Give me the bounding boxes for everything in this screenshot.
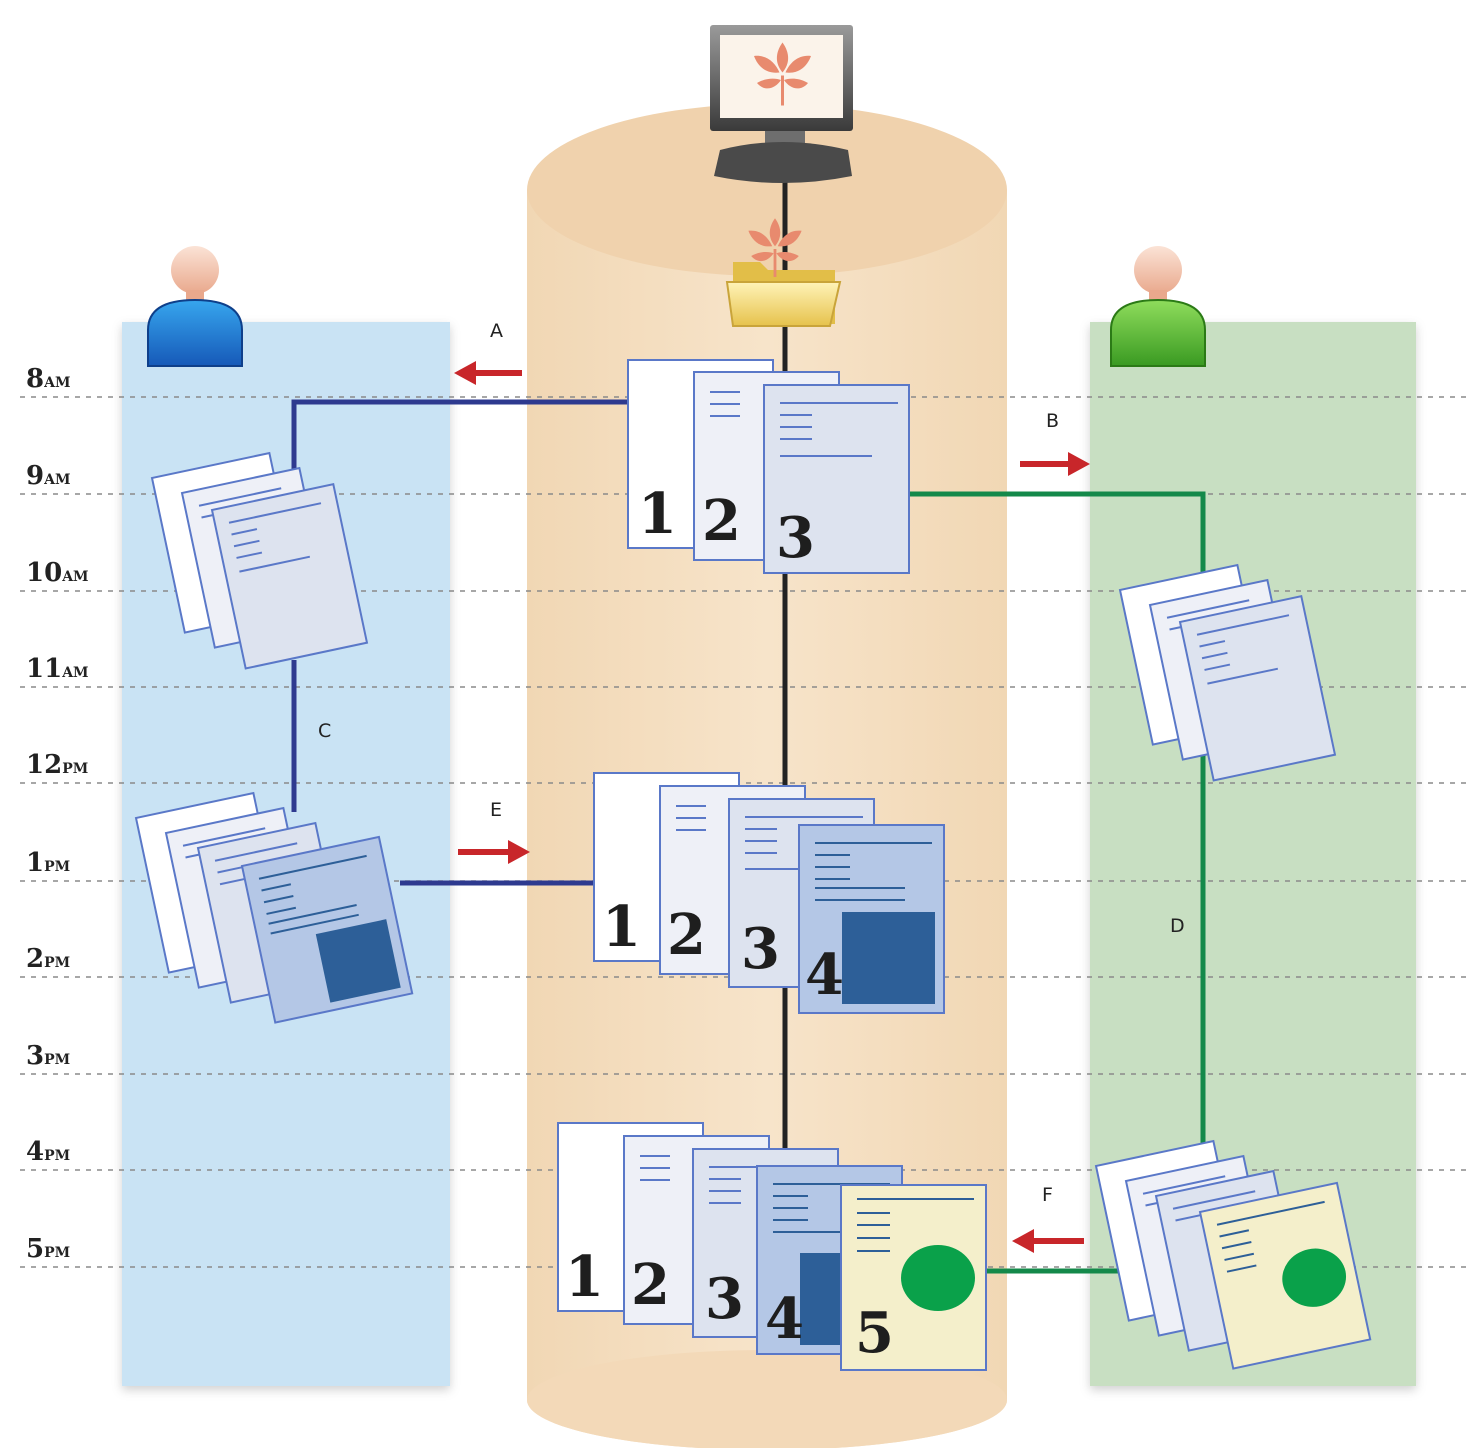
dark-block xyxy=(842,912,935,1004)
time-label-3pm: 3PM xyxy=(26,1041,71,1071)
blue-user-flow-lines xyxy=(291,399,628,886)
green-user-flow-lines xyxy=(905,491,1206,1274)
green-user-icon xyxy=(1110,246,1206,367)
arrow-a-icon xyxy=(454,361,522,385)
stack1-page-number-2: 2 xyxy=(702,488,741,554)
center-doc-stack-1 xyxy=(627,359,910,574)
step-label-d: D xyxy=(1170,915,1185,937)
time-label-12pm: 12PM xyxy=(26,750,89,780)
arrow-f-icon xyxy=(1012,1229,1084,1253)
time-label-4pm: 4PM xyxy=(26,1137,71,1167)
right-doc-stack-2 xyxy=(1094,1139,1372,1370)
arrow-b-icon xyxy=(1020,452,1090,476)
time-label-10am: 10AM xyxy=(26,558,89,588)
page-3 xyxy=(763,384,910,574)
time-label-1pm: 1PM xyxy=(26,848,71,878)
time-label-2pm: 2PM xyxy=(26,944,71,974)
stack2-page-number-2: 2 xyxy=(667,902,706,968)
shared-folder-icon xyxy=(725,216,842,327)
stack2-page-number-1: 1 xyxy=(602,894,641,960)
center-doc-stack-2 xyxy=(593,772,945,1014)
time-label-5pm: 5PM xyxy=(26,1234,71,1264)
stack3-page-number-2: 2 xyxy=(631,1252,670,1318)
stack2-page-number-3: 3 xyxy=(741,916,780,982)
approval-stamp-icon xyxy=(1282,1248,1347,1307)
time-label-9am: 9AM xyxy=(26,461,71,491)
time-label-8am: 8AM xyxy=(26,364,71,394)
stack1-page-number-1: 1 xyxy=(638,481,677,547)
step-label-f: F xyxy=(1042,1184,1053,1206)
stack1-page-number-3: 3 xyxy=(776,505,815,571)
step-label-c: C xyxy=(318,720,332,742)
right-doc-stack-1 xyxy=(1118,563,1337,782)
stack3-page-number-1: 1 xyxy=(565,1244,604,1310)
step-label-a: A xyxy=(490,320,503,342)
step-label-e: E xyxy=(490,799,503,821)
arrow-e-icon xyxy=(458,840,530,864)
computer-monitor-icon xyxy=(710,25,853,183)
approval-stamp-icon xyxy=(901,1245,975,1311)
step-label-b: B xyxy=(1046,410,1060,432)
left-doc-stack-1 xyxy=(150,451,369,670)
blue-user-icon xyxy=(147,246,243,367)
center-doc-stack-3 xyxy=(557,1122,987,1371)
time-label-11am: 11AM xyxy=(26,654,89,684)
stack3-page-number-4: 4 xyxy=(765,1286,804,1352)
stack3-page-number-5: 5 xyxy=(855,1300,894,1366)
stack2-page-number-4: 4 xyxy=(805,942,844,1008)
stack3-page-number-3: 3 xyxy=(705,1266,744,1332)
left-doc-stack-2 xyxy=(134,791,414,1024)
